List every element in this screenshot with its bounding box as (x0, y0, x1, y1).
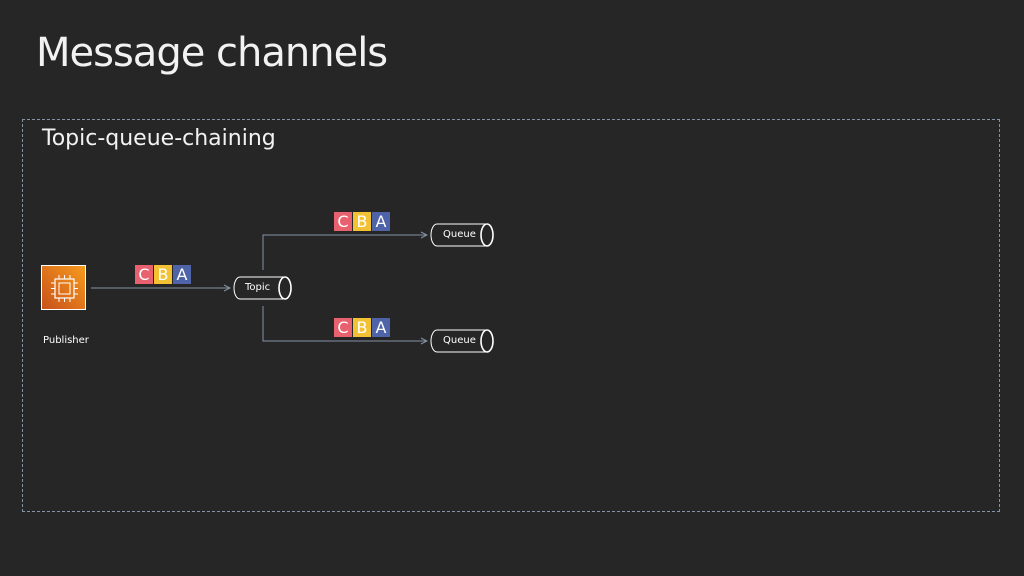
message-group-publisher: C B A (135, 265, 191, 284)
message-b: B (353, 318, 371, 337)
topic-label: Topic (245, 282, 271, 293)
queue-bottom-cylinder (430, 329, 494, 353)
message-c: C (334, 318, 352, 337)
message-group-queue-top: C B A (334, 212, 390, 231)
slide-title: Message channels (36, 30, 388, 76)
topic-to-queue-bottom-arrow (262, 306, 427, 341)
message-c: C (334, 212, 352, 231)
compute-instance-icon (41, 265, 86, 310)
message-a: A (372, 318, 390, 337)
topic-queue-chaining-group (22, 119, 1000, 512)
topic-cylinder (233, 276, 292, 300)
queue-bottom-label: Queue (443, 335, 476, 346)
message-a: A (173, 265, 191, 284)
message-group-queue-bottom: C B A (334, 318, 390, 337)
message-c: C (135, 265, 153, 284)
publisher-label: Publisher (43, 335, 89, 346)
queue-top-cylinder (430, 223, 494, 247)
message-b: B (353, 212, 371, 231)
queue-top-label: Queue (443, 229, 476, 240)
message-b: B (154, 265, 172, 284)
group-label: Topic-queue-chaining (42, 126, 276, 151)
topic-to-queue-top-arrow (262, 235, 427, 270)
message-a: A (372, 212, 390, 231)
